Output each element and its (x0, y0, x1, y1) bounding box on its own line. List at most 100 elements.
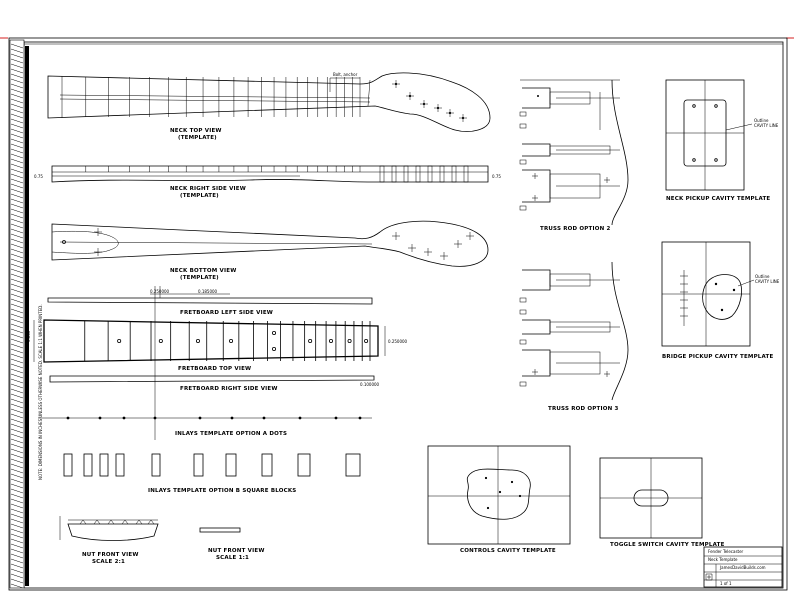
hatch-line (10, 578, 24, 584)
hatch-line (10, 138, 24, 144)
projection-icon (705, 573, 713, 581)
inlay-block-template (83, 453, 93, 477)
fb-width-dim: 0.860 (26, 330, 31, 342)
nut-front-views: NUT FRONT VIEW SCALE 2:1 NUT FRONT VIEW … (59, 516, 265, 565)
hatch-line (10, 283, 24, 289)
controls-cavity: CONTROLS CAVITY TEMPLATE (427, 445, 571, 554)
hatch-line (10, 548, 24, 554)
inlay-block-template (99, 453, 109, 477)
hatch-line (10, 403, 24, 409)
hatch-line (10, 313, 24, 319)
inlay-block-template (297, 453, 311, 477)
inlay-dot (364, 338, 369, 343)
hatch-line (10, 358, 24, 364)
neck-pickup-outline: Outline (754, 118, 769, 123)
inlay-dot (347, 338, 352, 343)
drawing-frame (8, 37, 788, 591)
toggle-switch-cavity: TOGGLE SWITCH CAVITY TEMPLATE (599, 457, 724, 548)
hatch-line (10, 63, 24, 69)
hatch-line (10, 528, 24, 534)
hatch-line (10, 558, 24, 564)
hatch-line (10, 533, 24, 539)
hatch-line (10, 43, 24, 49)
hatch-line (10, 143, 24, 149)
hatch-line (10, 553, 24, 559)
hatch-line (10, 153, 24, 159)
truss-rod-option-3: TRUSS ROD OPTION 3 (519, 261, 629, 412)
hatch-line (10, 83, 24, 89)
hatch-line (10, 243, 24, 249)
label-truss-2: TRUSS ROD OPTION 2 (540, 226, 611, 232)
inlay-block-template (115, 453, 125, 477)
fb-dim-b: 0.185000 (198, 289, 218, 294)
hatch-line (10, 158, 24, 164)
label-fb-top: FRETBOARD TOP VIEW (178, 366, 251, 372)
hatch-line (10, 183, 24, 189)
hatch-line (10, 263, 24, 269)
hatch-line (10, 348, 24, 354)
inlay-dot (272, 330, 277, 335)
hatch-line (10, 463, 24, 469)
hatch-line (10, 98, 24, 104)
hatch-line (10, 178, 24, 184)
hatch-line (10, 518, 24, 524)
inlay-templates: INLAYS TEMPLATE OPTION A DOTS INLAYS TEM… (38, 416, 372, 494)
inlay-dot-template (66, 416, 70, 420)
label-neck-bottom-sub: (TEMPLATE) (180, 275, 219, 281)
hatch-line (10, 298, 24, 304)
label-nut-front-2: NUT FRONT VIEW (208, 548, 265, 554)
truss-rod-option-2: TRUSS ROD OPTION 2 (519, 79, 629, 232)
inlay-block-template (345, 453, 361, 477)
inlay-dot (272, 346, 277, 351)
label-neck-top: NECK TOP VIEW (170, 128, 222, 134)
hatch-line (10, 473, 24, 479)
neck-pickup-cavity: Outline CAVITY LINE NECK PICKUP CAVITY T… (665, 79, 779, 202)
hatch-line (10, 468, 24, 474)
title-block: Fender Telecaster Neck Template JamesDav… (703, 546, 783, 588)
heel-dim-right: 0.75 (492, 174, 501, 179)
inlay-block-template (151, 453, 161, 477)
hatch-line (10, 268, 24, 274)
hatch-line (10, 488, 24, 494)
neck-top-view: Bolt, anchor NECK TOP VIEW (TEMPLATE) (47, 72, 491, 141)
hatch-line (10, 53, 24, 59)
hatch-line (10, 273, 24, 279)
label-nut-front-scale: SCALE 2:1 (92, 559, 125, 565)
hatch-line (10, 433, 24, 439)
label-fb-left: FRETBOARD LEFT SIDE VIEW (180, 310, 273, 316)
inlay-dot-template (122, 416, 126, 420)
hatch-line (10, 318, 24, 324)
hatch-line (10, 123, 24, 129)
hatch-line (10, 443, 24, 449)
hatch-line (10, 573, 24, 579)
inlay-dot (308, 338, 313, 343)
hatch-line (10, 413, 24, 419)
hatch-line (10, 133, 24, 139)
hatch-line (10, 78, 24, 84)
hatch-line (10, 118, 24, 124)
inlay-dot-template (262, 416, 266, 420)
hatch-line (10, 538, 24, 544)
hatch-line (10, 303, 24, 309)
hatch-line (10, 233, 24, 239)
callout-bolt: Bolt, anchor (333, 72, 358, 77)
hatch-line (10, 253, 24, 259)
label-nut-front-2-scale: SCALE 1:1 (216, 555, 249, 561)
hatch-line (10, 188, 24, 194)
hatch-line (10, 583, 24, 589)
label-controls: CONTROLS CAVITY TEMPLATE (460, 548, 556, 554)
hatch-line (10, 338, 24, 344)
bridge-pickup-outline: Outline (755, 274, 770, 279)
hatch-line (10, 423, 24, 429)
hatch-line (10, 448, 24, 454)
heel-dim-left: 0.75 (34, 174, 43, 179)
hatch-line (10, 428, 24, 434)
label-neck-pickup: NECK PICKUP CAVITY TEMPLATE (666, 196, 770, 202)
inlay-dot-template (334, 416, 338, 420)
hatch-line (10, 68, 24, 74)
inlay-dot-template (98, 416, 102, 420)
label-bridge-pickup: BRIDGE PICKUP CAVITY TEMPLATE (662, 354, 773, 360)
label-inlay-b: INLAYS TEMPLATE OPTION B SQUARE BLOCKS (148, 488, 296, 494)
hatch-line (10, 393, 24, 399)
